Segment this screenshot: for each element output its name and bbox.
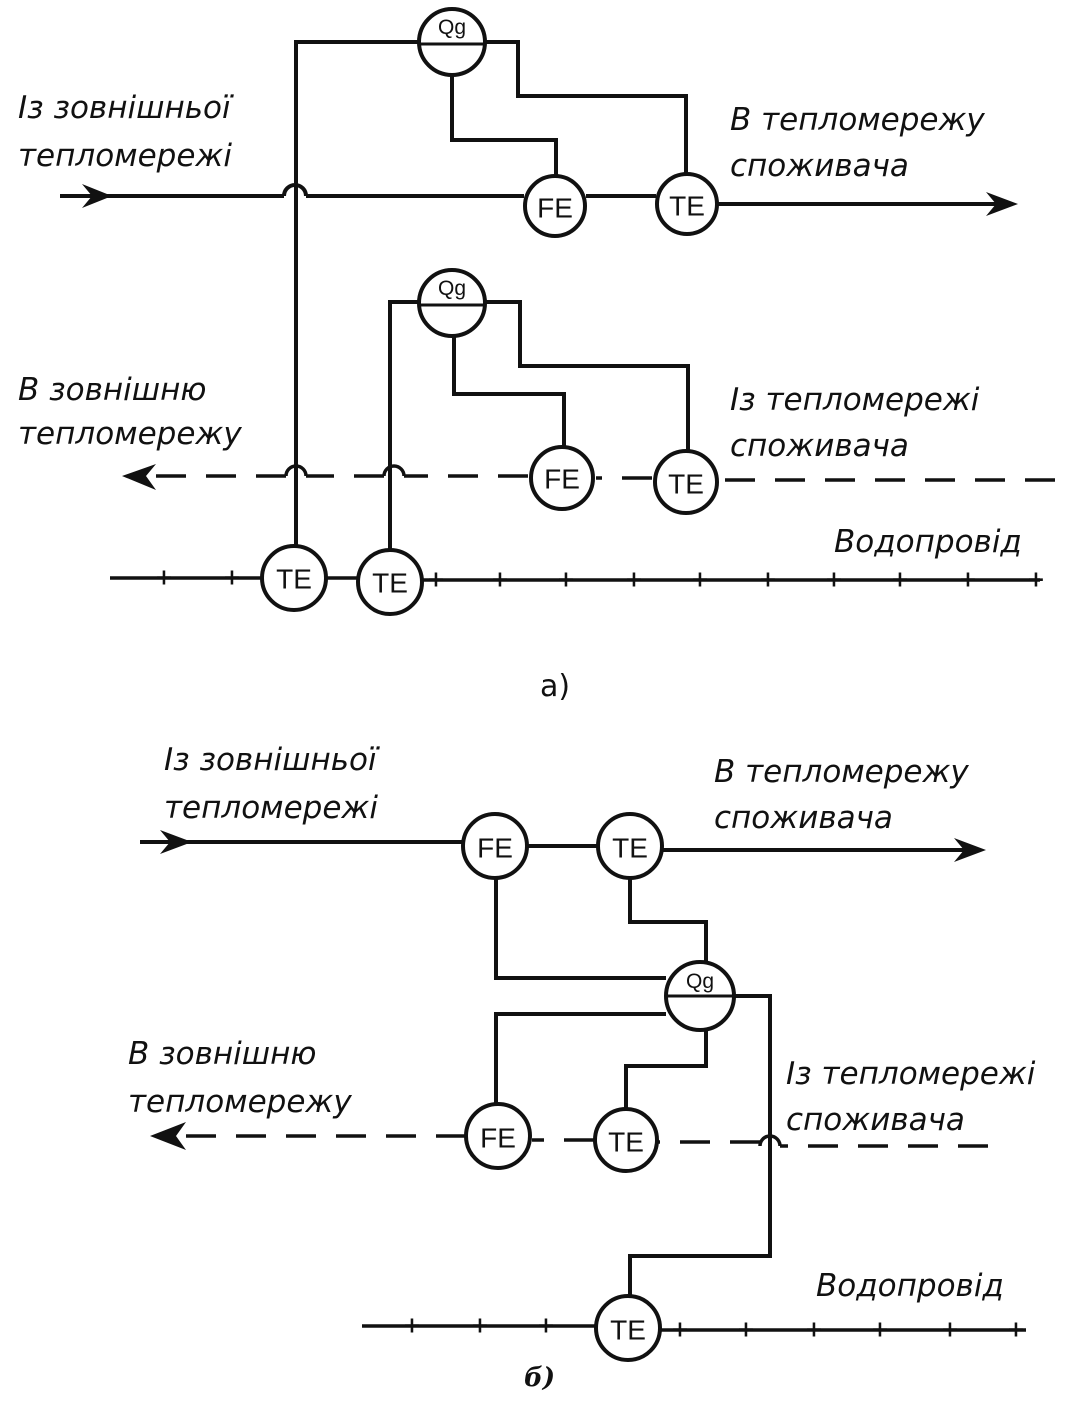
return-out-arrow-b bbox=[150, 1122, 186, 1150]
return-pipe-a bbox=[122, 464, 1055, 490]
svg-text:TE: TE bbox=[669, 191, 705, 222]
fe-supply-node-a: FE bbox=[523, 174, 587, 238]
svg-text:TE: TE bbox=[276, 564, 312, 595]
svg-text:Qg: Qg bbox=[438, 16, 466, 39]
water-mark-a: + bbox=[491, 568, 509, 593]
qg-node-b: Qg bbox=[664, 960, 736, 1032]
te-water-node-b: TE bbox=[594, 1294, 662, 1362]
label-from-external-a: Із зовнішньої тепломережі bbox=[18, 90, 240, 174]
water-mark-a: + bbox=[625, 568, 643, 593]
supply-out-arrow-a bbox=[986, 192, 1018, 216]
svg-text:FE: FE bbox=[544, 464, 580, 495]
label-to-external-b: В зовнішню тепломережу bbox=[128, 1036, 352, 1120]
qg-mid-node: Qg bbox=[417, 268, 487, 338]
fe-return-node-b: FE bbox=[464, 1102, 532, 1170]
signal-lines-b bbox=[494, 876, 772, 1298]
svg-text:TE: TE bbox=[610, 1315, 646, 1346]
svg-text:TE: TE bbox=[608, 1127, 644, 1158]
label-from-external-b: Із зовнішньої тепломережі bbox=[164, 742, 386, 826]
water-mark-b: + bbox=[941, 1318, 959, 1343]
water-mark-b: + bbox=[403, 1314, 421, 1339]
te-supply-node-a: TE bbox=[655, 172, 719, 236]
te-water1-node-a: TE bbox=[260, 544, 328, 612]
supply-out-arrow-b bbox=[954, 838, 986, 862]
water-mark-a: + bbox=[427, 568, 445, 593]
water-mark-a: + bbox=[1027, 568, 1045, 593]
water-pipe-b: + + + + + + + + + bbox=[362, 1314, 1026, 1343]
water-mark-a: + bbox=[557, 568, 575, 593]
label-to-consumer-b: В тепломережу споживача bbox=[714, 754, 979, 836]
svg-text:Qg: Qg bbox=[686, 970, 714, 993]
return-pipe-b bbox=[150, 1122, 988, 1150]
diagram-b: + + + + + + + + + FE TE Qg FE bbox=[128, 742, 1045, 1393]
svg-text:FE: FE bbox=[480, 1123, 516, 1154]
svg-text:TE: TE bbox=[668, 469, 704, 500]
supply-in-arrow-b bbox=[160, 830, 192, 854]
label-water-supply-a: Водопровід bbox=[834, 524, 1022, 560]
water-mark-a: + bbox=[223, 566, 241, 591]
water-mark-b: + bbox=[737, 1318, 755, 1343]
water-mark-b: + bbox=[671, 1318, 689, 1343]
water-mark-a: + bbox=[825, 568, 843, 593]
te-water2-node-a: TE bbox=[356, 548, 424, 616]
water-mark-a: + bbox=[759, 568, 777, 593]
water-mark-a: + bbox=[959, 568, 977, 593]
water-mark-b: + bbox=[471, 1314, 489, 1339]
caption-b: б) bbox=[524, 1363, 555, 1393]
svg-text:FE: FE bbox=[477, 833, 513, 864]
caption-a: а) bbox=[540, 669, 570, 704]
water-mark-a: + bbox=[891, 568, 909, 593]
label-to-consumer-a: В тепломережу споживача bbox=[730, 102, 995, 184]
diagram-a: + + + + + + + + + + + + Qg FE TE bbox=[18, 7, 1055, 704]
supply-pipe-a bbox=[60, 183, 1018, 216]
water-mark-a: + bbox=[155, 566, 173, 591]
fe-return-node-a: FE bbox=[529, 445, 595, 511]
fe-supply-node-b: FE bbox=[461, 812, 529, 880]
te-return-node-a: TE bbox=[653, 449, 719, 515]
supply-pipe-b bbox=[140, 830, 986, 862]
water-mark-b: + bbox=[1007, 1318, 1025, 1343]
svg-text:TE: TE bbox=[372, 568, 408, 599]
label-water-supply-b: Водопровід bbox=[816, 1268, 1004, 1304]
svg-text:Qg: Qg bbox=[438, 277, 466, 300]
svg-text:FE: FE bbox=[537, 193, 573, 224]
signal-lines-a-top bbox=[294, 40, 688, 560]
water-mark-b: + bbox=[805, 1318, 823, 1343]
water-mark-a: + bbox=[691, 568, 709, 593]
return-out-arrow-a bbox=[122, 464, 156, 490]
water-pipe-a: + + + + + + + + + + + + bbox=[110, 566, 1045, 593]
te-return-node-b: TE bbox=[593, 1107, 659, 1173]
svg-text:TE: TE bbox=[612, 833, 648, 864]
water-mark-b: + bbox=[537, 1314, 555, 1339]
label-from-consumer-b: Із тепломережі споживача bbox=[786, 1056, 1045, 1138]
water-mark-b: + bbox=[871, 1318, 889, 1343]
supply-in-arrow-a bbox=[82, 184, 112, 208]
label-to-external-a: В зовнішню тепломережу bbox=[18, 372, 242, 452]
te-supply-node-b: TE bbox=[596, 812, 664, 880]
signal-lines-a-mid bbox=[388, 300, 690, 556]
label-from-consumer-a: Із тепломережі споживача bbox=[730, 382, 989, 464]
qg-top-node: Qg bbox=[417, 7, 487, 77]
